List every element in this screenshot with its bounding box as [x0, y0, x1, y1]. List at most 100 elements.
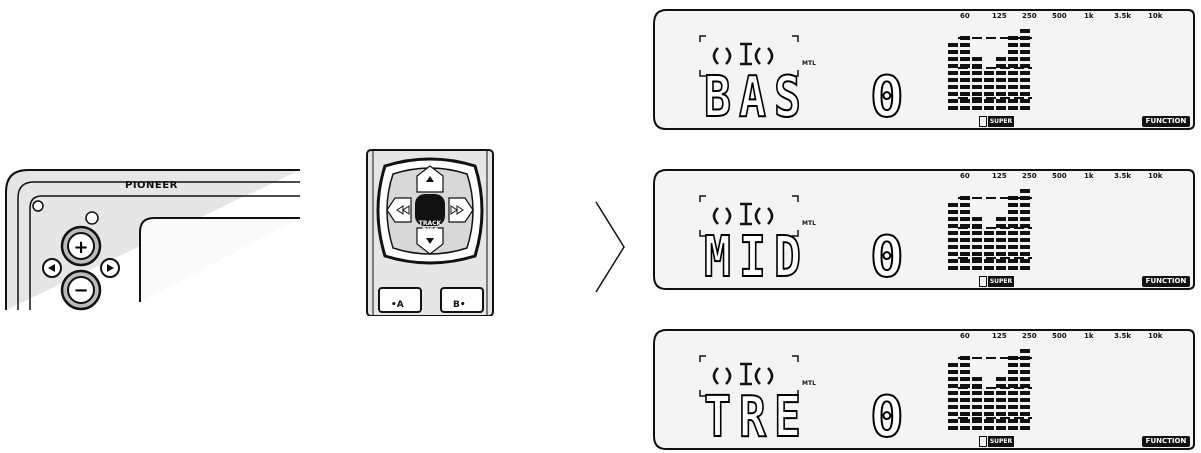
eq-bar-segment [996, 245, 1006, 249]
eq-bar-segment [960, 252, 970, 256]
plus-icon: + [73, 237, 88, 258]
eq-bar-segment [996, 377, 1006, 381]
eq-bar-segment [996, 64, 1006, 68]
eq-bar-segment [972, 99, 982, 103]
eq-bar-segment [960, 64, 970, 68]
eq-bar-segment [1008, 259, 1018, 263]
lcd-frame [653, 329, 1195, 450]
eq-bar-segment [996, 78, 1006, 82]
eq-bar-segment [1020, 43, 1030, 47]
flow-arrow-icon [595, 201, 625, 293]
fast-forward-icon [450, 205, 464, 215]
eq-bar-segment [972, 377, 982, 381]
eq-bar-segment [948, 405, 958, 409]
brand-logo: PIONEER [125, 180, 178, 191]
eq-bar-segment [984, 85, 994, 89]
sound-field-icon [712, 362, 774, 386]
eq-bar-segment [972, 259, 982, 263]
eq-bar-segment [1008, 356, 1018, 360]
eq-bar-segment [948, 78, 958, 82]
eq-bar-segment [1008, 92, 1018, 96]
eq-bar-segment [948, 64, 958, 68]
curve-indicator-icon [979, 436, 987, 447]
function-indicator: FUNCTION [1142, 276, 1190, 287]
eq-bar-segment [1020, 92, 1030, 96]
eq-bar-segment [1008, 217, 1018, 221]
eq-bar-segment [996, 57, 1006, 61]
eq-bar-segment [948, 384, 958, 388]
eq-bar-segment [948, 57, 958, 61]
eq-bar-segment [960, 78, 970, 82]
frequency-label: 10k [1148, 332, 1163, 340]
sound-field-icon [712, 202, 774, 226]
eq-bar-segment [948, 391, 958, 395]
eq-bar-segment [1008, 210, 1018, 214]
minus-button[interactable]: − [60, 269, 102, 311]
curve-label: SUPER [988, 276, 1014, 287]
eq-bar-segment [948, 245, 958, 249]
eq-bar-segment [1020, 349, 1030, 353]
frequency-label: 3.5k [1114, 172, 1132, 180]
eq-bar-segment [960, 363, 970, 367]
eq-bar-segment [1020, 391, 1030, 395]
eq-bar-segment [948, 43, 958, 47]
eq-bar-segment [996, 419, 1006, 423]
eq-bar-segment [1008, 99, 1018, 103]
lcd-frame [653, 169, 1195, 290]
eq-bar-segment [960, 43, 970, 47]
frequency-label: 60 [960, 12, 970, 20]
eq-bar-segment [972, 231, 982, 235]
parameter-name: MID [703, 225, 809, 290]
eq-bar-segment [1020, 356, 1030, 360]
frequency-label: 10k [1148, 172, 1163, 180]
eq-bar-segment [1008, 85, 1018, 89]
frequency-label: 500 [1052, 12, 1067, 20]
eq-bar-segment [1008, 196, 1018, 200]
eq-bar-segment [960, 106, 970, 110]
right-button[interactable] [100, 258, 120, 278]
eq-bar-segment [1020, 419, 1030, 423]
eq-bar-segment [1020, 71, 1030, 75]
eq-bar-segment [996, 259, 1006, 263]
eq-bar-segment [960, 231, 970, 235]
eq-bar-segment [1020, 217, 1030, 221]
right-arrow-icon [107, 264, 114, 272]
eq-bar-segment [972, 398, 982, 402]
curve-label: SUPER [988, 116, 1014, 127]
eq-bar-segment [1008, 71, 1018, 75]
eq-bar-segment [960, 203, 970, 207]
eq-bar-segment [948, 377, 958, 381]
left-arrow-icon [48, 264, 55, 272]
track-disc-button[interactable] [415, 194, 445, 226]
eq-bar-segment [1008, 106, 1018, 110]
eq-bar-segment [972, 245, 982, 249]
eq-bar-segment [1020, 85, 1030, 89]
eq-bar-segment [1020, 245, 1030, 249]
down-arrow-icon [426, 238, 434, 244]
eq-bar-segment [996, 252, 1006, 256]
eq-bar-segment [972, 92, 982, 96]
eq-bar-segment [972, 419, 982, 423]
eq-bar-segment [996, 398, 1006, 402]
eq-bar-segment [1008, 245, 1018, 249]
eq-bar-segment [1020, 370, 1030, 374]
eq-bar-segment [1020, 377, 1030, 381]
eq-bar-segment [1020, 99, 1030, 103]
remote-button-b[interactable] [440, 287, 484, 313]
mtl-label: MTL [802, 220, 816, 227]
eq-bar-segment [960, 92, 970, 96]
eq-bar-segment [1020, 384, 1030, 388]
left-button[interactable] [42, 258, 62, 278]
remote-button-a[interactable] [378, 287, 422, 313]
eq-bar-segment [960, 377, 970, 381]
eq-bar-segment [972, 238, 982, 242]
frequency-label: 250 [1022, 12, 1037, 20]
eq-bar-segment [972, 106, 982, 110]
frequency-label: 60 [960, 172, 970, 180]
eq-bar-segment [1020, 196, 1030, 200]
eq-bar-segment [960, 412, 970, 416]
eq-bar-segment [948, 259, 958, 263]
eq-bar-segment [1020, 231, 1030, 235]
plus-button[interactable]: + [60, 225, 102, 267]
eq-bar-segment [1020, 78, 1030, 82]
